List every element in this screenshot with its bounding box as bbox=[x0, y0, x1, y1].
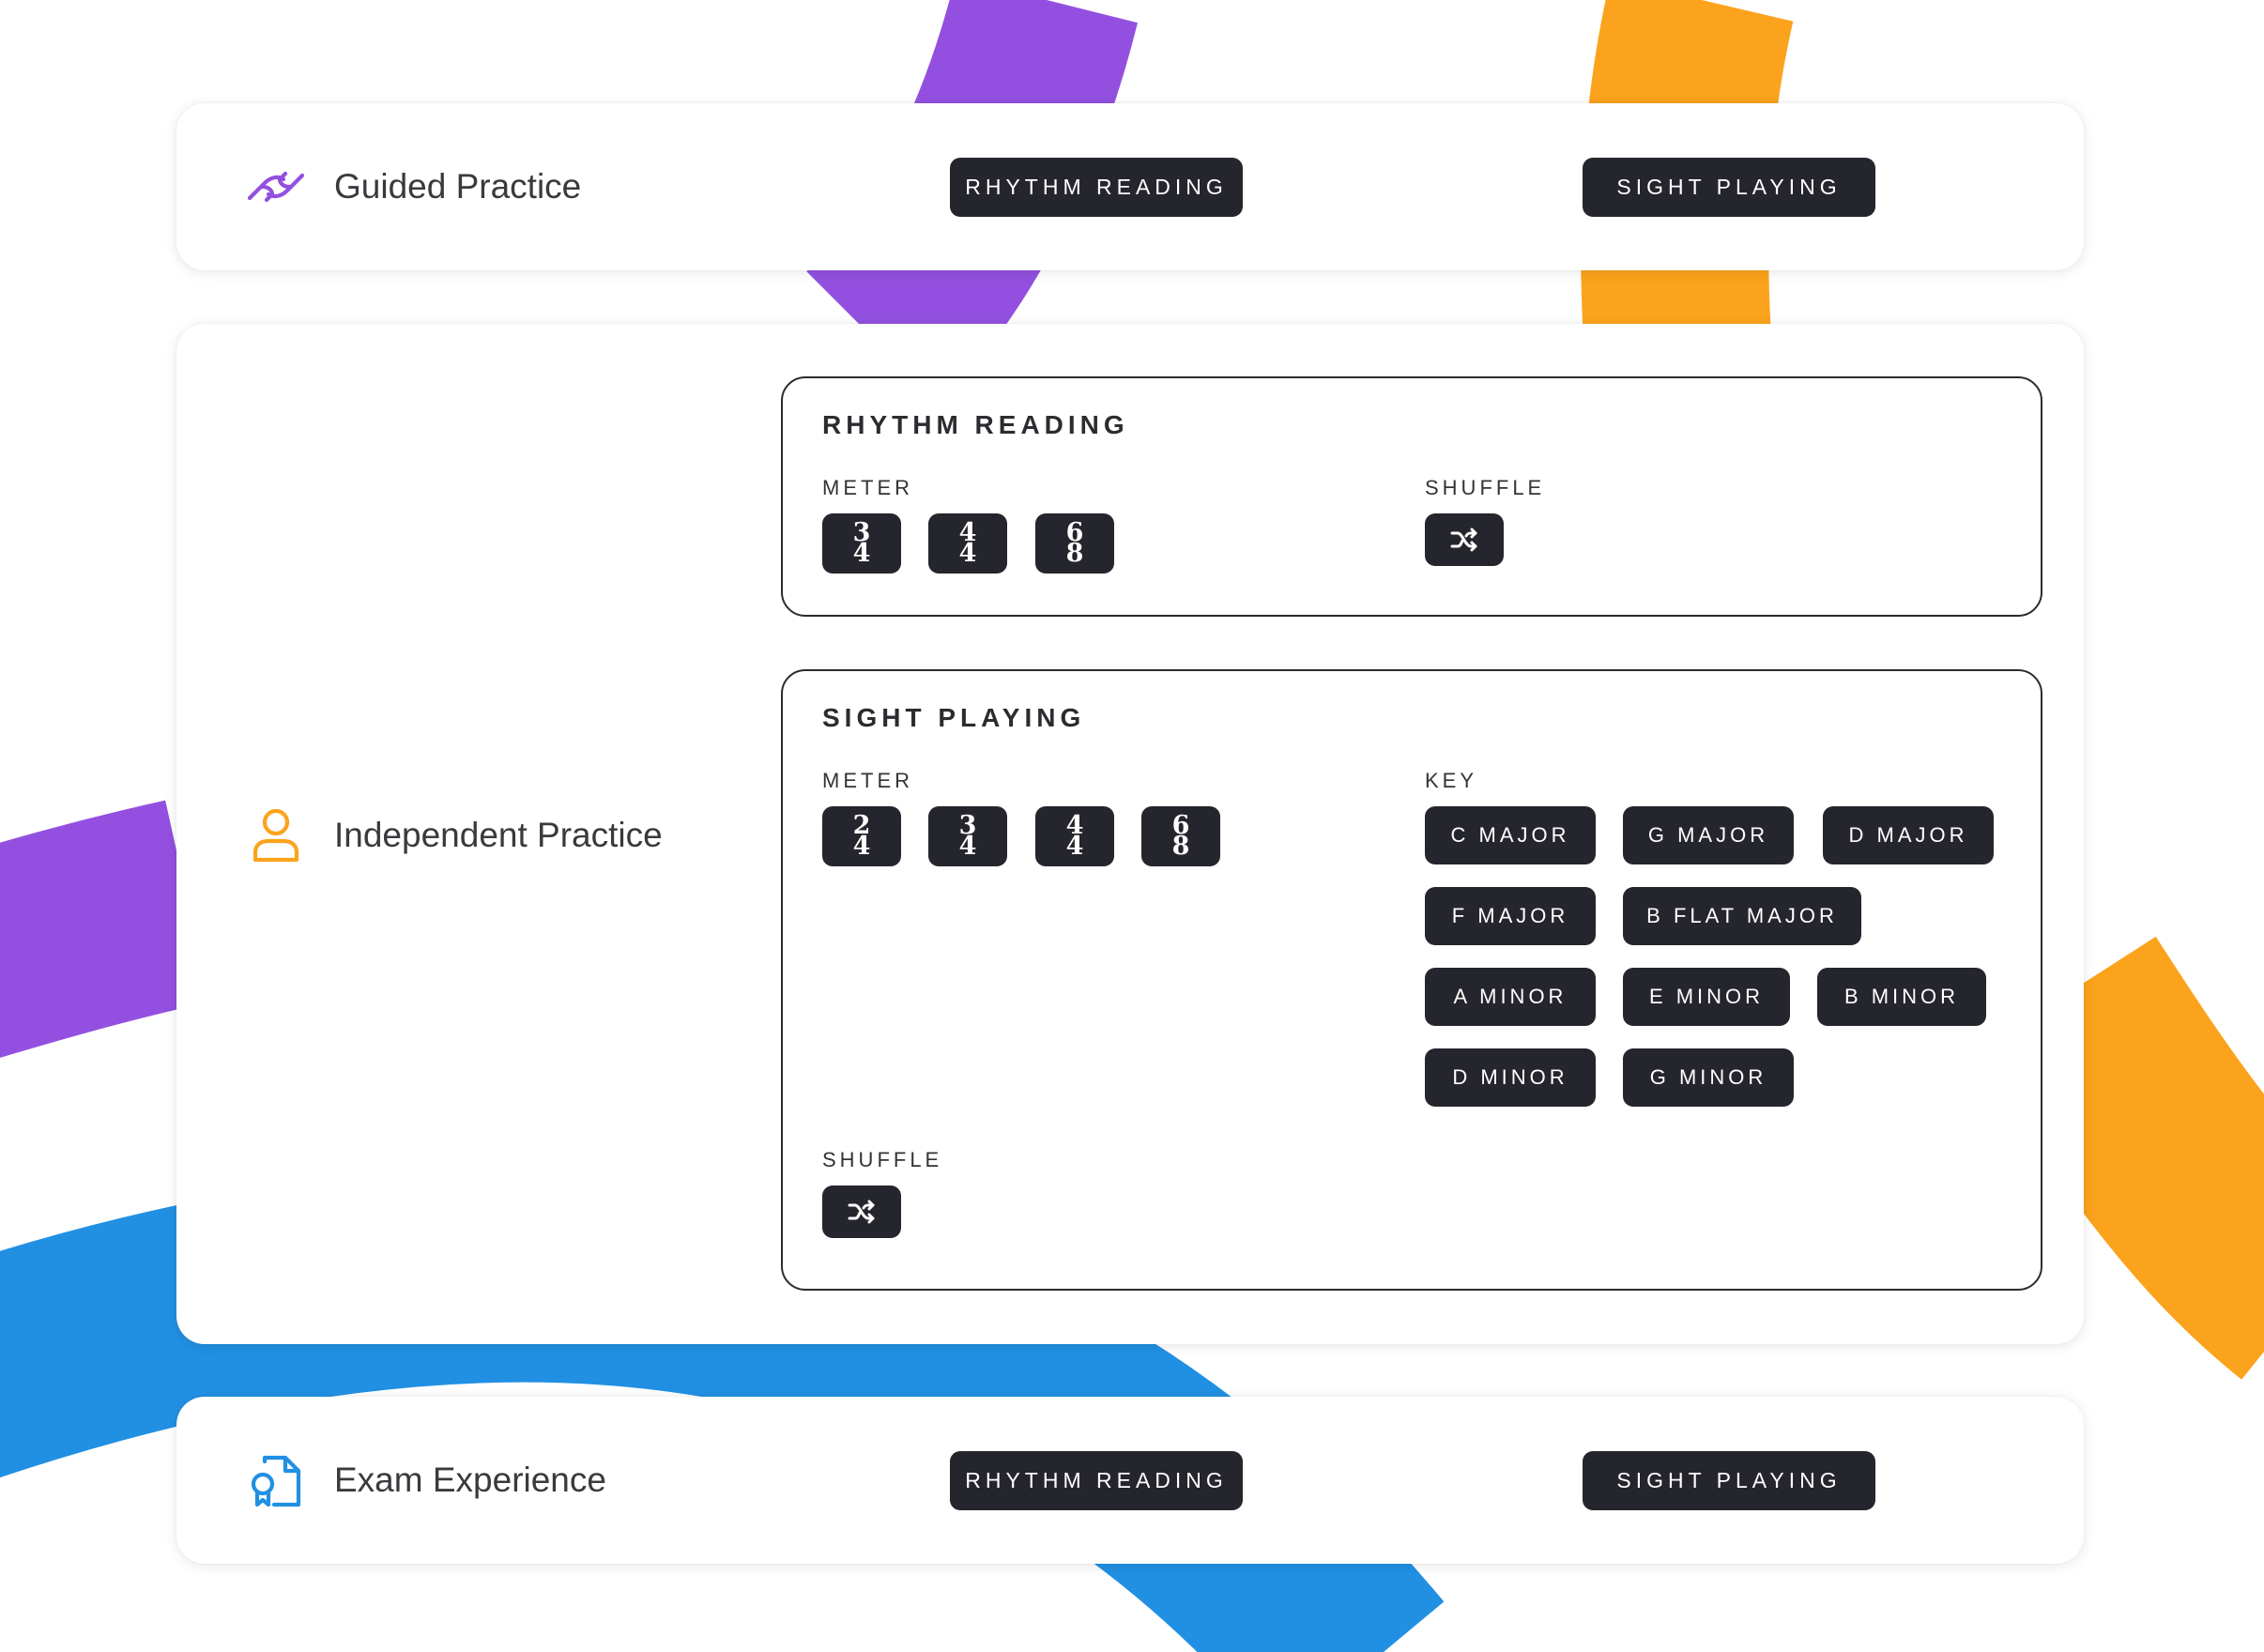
rhythm-meter-6-8-button[interactable]: 6 8 bbox=[1035, 513, 1114, 574]
guided-practice-title: Guided Practice bbox=[334, 167, 582, 206]
exam-rhythm-reading-button[interactable]: RHYTHM READING bbox=[950, 1451, 1243, 1510]
independent-practice-title: Independent Practice bbox=[334, 816, 663, 854]
sight-shuffle-label: SHUFFLE bbox=[822, 1148, 943, 1171]
meter-numerator: 3 bbox=[958, 810, 977, 840]
orange-ribbon-right bbox=[1974, 936, 2264, 1380]
key-g-minor-button[interactable]: G MINOR bbox=[1623, 1048, 1794, 1107]
key-a-minor-button[interactable]: A MINOR bbox=[1425, 968, 1596, 1026]
exam-sight-playing-button[interactable]: SIGHT PLAYING bbox=[1583, 1451, 1875, 1510]
sight-meter-2-4-button[interactable]: 2 4 bbox=[822, 806, 901, 866]
meter-numerator: 3 bbox=[852, 517, 871, 547]
key-g-major-button[interactable]: G MAJOR bbox=[1623, 806, 1794, 864]
sight-playing-panel-title: SIGHT PLAYING bbox=[822, 703, 1086, 732]
independent-practice-card: Independent Practice RHYTHM READING METE… bbox=[176, 324, 2084, 1344]
key-e-minor-button[interactable]: E MINOR bbox=[1623, 968, 1790, 1026]
key-b-minor-button[interactable]: B MINOR bbox=[1817, 968, 1986, 1026]
rhythm-reading-panel-title: RHYTHM READING bbox=[822, 410, 1129, 439]
purple-ribbon-left bbox=[0, 800, 210, 1058]
shuffle-icon bbox=[1450, 528, 1477, 552]
meter-numerator: 6 bbox=[1171, 810, 1190, 840]
holding-hands-icon bbox=[247, 171, 305, 203]
user-icon bbox=[252, 808, 299, 863]
key-c-major-button[interactable]: C MAJOR bbox=[1425, 806, 1596, 864]
rhythm-reading-panel: RHYTHM READING METER 3 4 4 4 6 8 SHUFFLE bbox=[781, 376, 2042, 617]
independent-practice-row-label: Independent Practice bbox=[244, 774, 663, 896]
meter-denominator: 4 bbox=[852, 539, 871, 568]
meter-denominator: 4 bbox=[852, 832, 871, 861]
meter-numerator: 4 bbox=[1065, 810, 1084, 840]
shuffle-icon bbox=[848, 1200, 875, 1224]
sight-key-label: KEY bbox=[1425, 769, 1478, 792]
key-b-flat-major-button[interactable]: B FLAT MAJOR bbox=[1623, 887, 1861, 945]
rhythm-shuffle-button[interactable] bbox=[1425, 513, 1504, 566]
sight-meter-label: METER bbox=[822, 769, 913, 792]
guided-practice-card: Guided Practice RHYTHM READING SIGHT PLA… bbox=[176, 103, 2084, 270]
exam-experience-row-label: Exam Experience bbox=[244, 1397, 606, 1564]
guided-rhythm-reading-button[interactable]: RHYTHM READING bbox=[950, 158, 1243, 217]
meter-numerator: 6 bbox=[1065, 517, 1084, 547]
exam-experience-title: Exam Experience bbox=[334, 1461, 606, 1499]
key-d-major-button[interactable]: D MAJOR bbox=[1823, 806, 1994, 864]
rhythm-meter-label: METER bbox=[822, 476, 913, 499]
key-button-grid: C MAJOR G MAJOR D MAJOR F MAJOR B FLAT M… bbox=[1425, 806, 2007, 1163]
rhythm-meter-3-4-button[interactable]: 3 4 bbox=[822, 513, 901, 574]
sight-shuffle-button[interactable] bbox=[822, 1185, 901, 1238]
key-f-major-button[interactable]: F MAJOR bbox=[1425, 887, 1596, 945]
rhythm-shuffle-label: SHUFFLE bbox=[1425, 476, 1546, 499]
meter-denominator: 8 bbox=[1065, 539, 1084, 568]
meter-denominator: 8 bbox=[1171, 832, 1190, 861]
sight-meter-3-4-button[interactable]: 3 4 bbox=[928, 806, 1007, 866]
meter-denominator: 4 bbox=[958, 832, 977, 861]
rhythm-meter-4-4-button[interactable]: 4 4 bbox=[928, 513, 1007, 574]
key-d-minor-button[interactable]: D MINOR bbox=[1425, 1048, 1596, 1107]
sight-playing-panel: SIGHT PLAYING METER 2 4 3 4 4 4 6 8 KEY … bbox=[781, 669, 2042, 1291]
guided-practice-row-label: Guided Practice bbox=[244, 103, 581, 270]
meter-numerator: 4 bbox=[958, 517, 977, 547]
guided-sight-playing-button[interactable]: SIGHT PLAYING bbox=[1583, 158, 1875, 217]
sight-meter-4-4-button[interactable]: 4 4 bbox=[1035, 806, 1114, 866]
meter-denominator: 4 bbox=[1065, 832, 1084, 861]
sight-meter-6-8-button[interactable]: 6 8 bbox=[1141, 806, 1220, 866]
meter-denominator: 4 bbox=[958, 539, 977, 568]
exam-experience-card: Exam Experience RHYTHM READING SIGHT PLA… bbox=[176, 1397, 2084, 1564]
meter-numerator: 2 bbox=[852, 810, 871, 840]
certificate-document-icon bbox=[251, 1455, 301, 1507]
